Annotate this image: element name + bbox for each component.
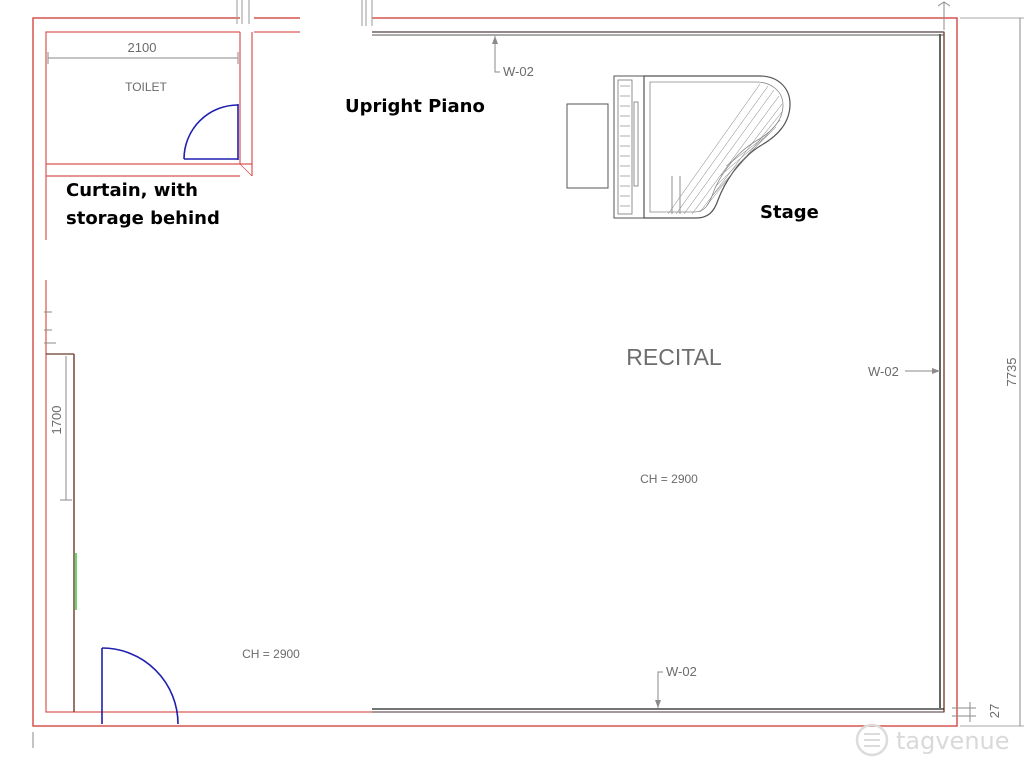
inner-boundary <box>45 31 945 713</box>
top-wall-segment <box>372 31 944 36</box>
bottom-wall-segment <box>372 708 944 713</box>
room-height-label: 7735 <box>1004 358 1019 387</box>
toilet-door[interactable] <box>183 104 239 160</box>
wall-gap-label: 27 <box>987 704 1002 718</box>
outer-boundary <box>32 17 958 727</box>
wall-tag-right: W-02 <box>868 364 899 379</box>
ceiling-height-lower-left: CH = 2900 <box>242 647 300 661</box>
toilet-room-label: TOILET <box>125 80 167 94</box>
ceiling-height-center: CH = 2900 <box>640 472 698 486</box>
wall-tag-bottom: W-02 <box>666 664 697 679</box>
tagvenue-logo <box>855 723 889 757</box>
grand-piano <box>613 75 791 219</box>
toilet-width-label: 2100 <box>128 40 157 55</box>
toilet-walls <box>46 32 253 177</box>
watermark-text: tagvenue <box>896 727 1010 755</box>
piano-bench <box>566 103 609 189</box>
curtain-note-line1: Curtain, with <box>66 180 198 201</box>
right-wall <box>939 32 945 712</box>
upright-piano-note: Upright Piano <box>345 96 485 117</box>
storage-height-label: 1700 <box>49 406 64 435</box>
storage-area <box>46 353 77 712</box>
recital-room-label: RECITAL <box>626 344 722 370</box>
toilet-width-dimension <box>47 52 239 64</box>
entrance-door[interactable] <box>101 647 179 725</box>
curtain-note-line2: storage behind <box>66 208 220 229</box>
room-height-dimension <box>937 1 1024 727</box>
wall-tag-top: W-02 <box>503 64 534 79</box>
stage-note: Stage <box>760 202 819 223</box>
